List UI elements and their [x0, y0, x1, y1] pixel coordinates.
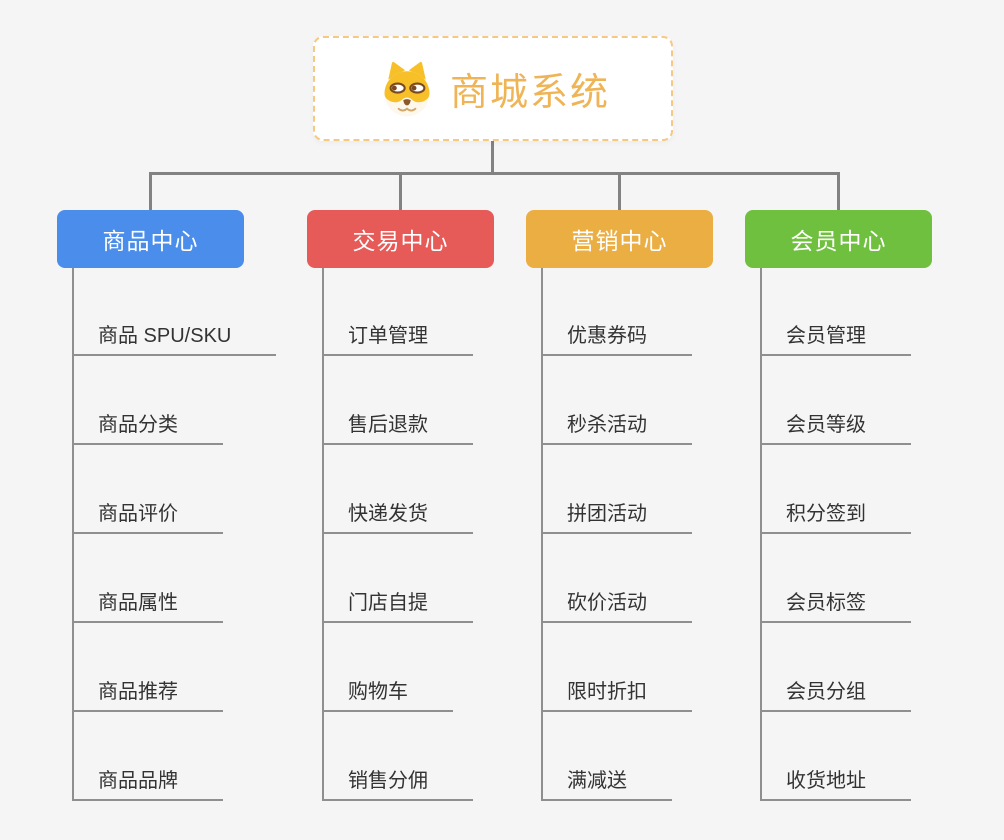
- root-title: 商城系统: [449, 72, 610, 114]
- branch-node-transaction-center[interactable]: 交易中心: [307, 210, 494, 268]
- branch-node-member-center[interactable]: 会员中心: [745, 210, 932, 268]
- leaf-topic[interactable]: 商品分类: [72, 415, 223, 445]
- leaf-topic[interactable]: 优惠券码: [541, 326, 692, 356]
- leaf-topic[interactable]: 商品品牌: [72, 771, 223, 801]
- branch-label: 会员中心: [790, 228, 887, 254]
- branch-node-marketing-center[interactable]: 营销中心: [526, 210, 713, 268]
- connector-bus: [149, 172, 840, 175]
- leaf-topic[interactable]: 售后退款: [322, 415, 473, 445]
- dog-icon: [376, 59, 438, 119]
- leaf-topic[interactable]: 销售分佣: [322, 771, 473, 801]
- connector-drop-product: [149, 172, 152, 211]
- leaf-topic[interactable]: 购物车: [322, 682, 453, 712]
- leaf-topic[interactable]: 会员管理: [760, 326, 911, 356]
- branch-label: 交易中心: [352, 228, 449, 254]
- leaf-topic[interactable]: 订单管理: [322, 326, 473, 356]
- leaf-topic[interactable]: 积分签到: [760, 504, 911, 534]
- leaf-topic[interactable]: 砍价活动: [541, 593, 692, 623]
- connector-drop-marketing: [618, 172, 621, 211]
- root-node[interactable]: 商城系统: [313, 36, 673, 141]
- branch-label: 商品中心: [102, 228, 199, 254]
- leaf-topic[interactable]: 秒杀活动: [541, 415, 692, 445]
- leaf-topic[interactable]: 会员等级: [760, 415, 911, 445]
- leaf-topic[interactable]: 满减送: [541, 771, 672, 801]
- leaf-topic[interactable]: 限时折扣: [541, 682, 692, 712]
- connector-drop-transaction: [399, 172, 402, 211]
- leaf-topic[interactable]: 会员标签: [760, 593, 911, 623]
- leaf-topic[interactable]: 快递发货: [322, 504, 473, 534]
- branch-children-transaction-center: 订单管理 售后退款 快递发货 门店自提 购物车 销售分佣: [322, 268, 559, 801]
- leaf-topic[interactable]: 商品评价: [72, 504, 223, 534]
- branch-label: 营销中心: [571, 228, 668, 254]
- leaf-topic[interactable]: 门店自提: [322, 593, 473, 623]
- connector-root-stem: [491, 141, 494, 174]
- leaf-topic[interactable]: 收货地址: [760, 771, 911, 801]
- branch-children-member-center: 会员管理 会员等级 积分签到 会员标签 会员分组 收货地址: [760, 268, 997, 801]
- branch-node-product-center[interactable]: 商品中心: [57, 210, 244, 268]
- leaf-topic[interactable]: 商品推荐: [72, 682, 223, 712]
- leaf-topic[interactable]: 会员分组: [760, 682, 911, 712]
- branch-children-product-center: 商品 SPU/SKU 商品分类 商品评价 商品属性 商品推荐 商品品牌: [72, 268, 309, 801]
- leaf-topic[interactable]: 商品属性: [72, 593, 223, 623]
- branch-children-marketing-center: 优惠券码 秒杀活动 拼团活动 砍价活动 限时折扣 满减送: [541, 268, 778, 801]
- leaf-topic[interactable]: 商品 SPU/SKU: [72, 326, 277, 356]
- leaf-topic[interactable]: 拼团活动: [541, 504, 692, 534]
- connector-drop-member: [837, 172, 840, 211]
